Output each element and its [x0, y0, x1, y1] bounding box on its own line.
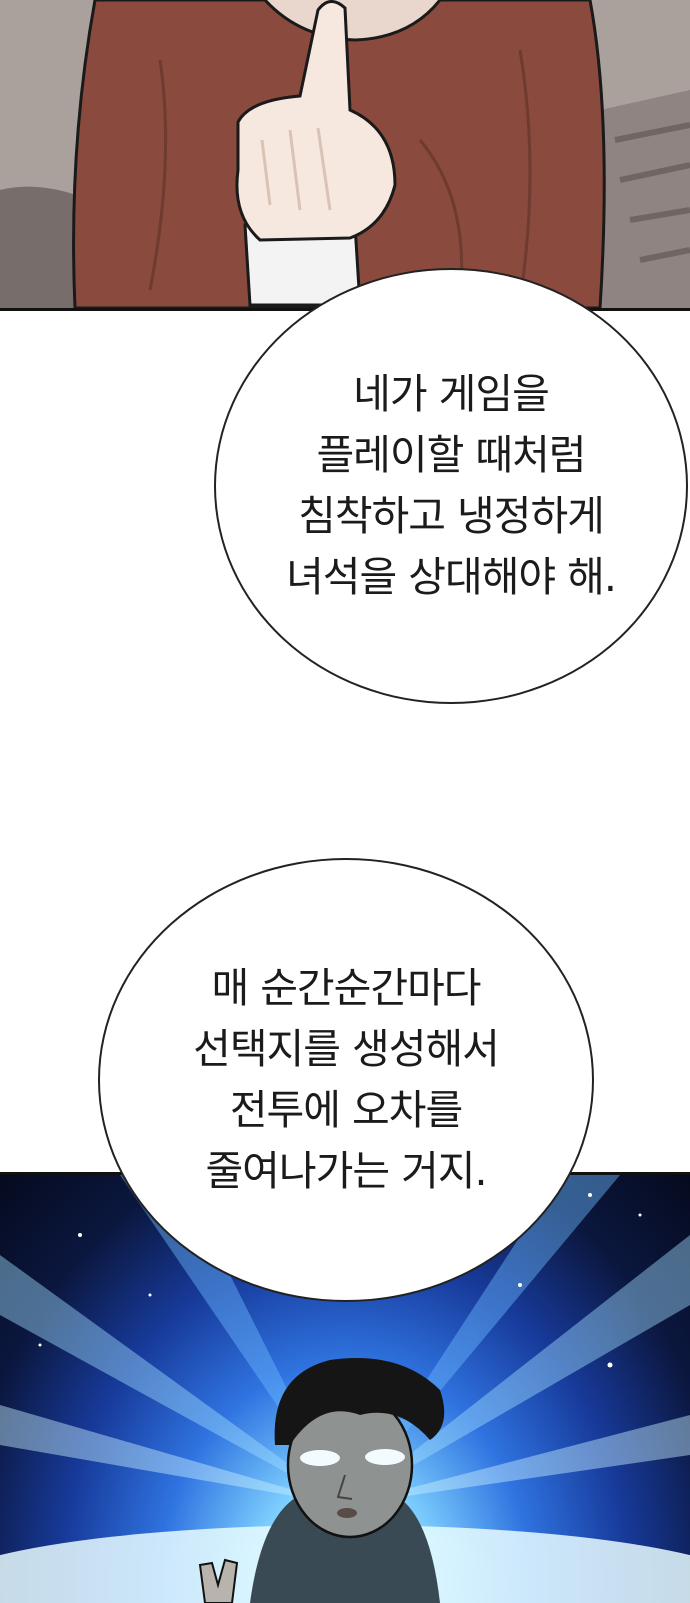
speech-line: 네가 게임을 — [353, 370, 550, 418]
speech-line: 줄여나가는 거지. — [205, 1147, 487, 1195]
speech-line: 플레이할 때처럼 — [316, 431, 586, 479]
comic-panel-top — [0, 0, 690, 311]
speech-line: 침착하고 냉정하게 — [298, 492, 605, 540]
background-cushion — [600, 90, 690, 308]
speech-line: 녀석을 상대해야 해. — [286, 553, 617, 601]
sweater-neckline — [263, 0, 442, 42]
character-nose — [336, 1474, 353, 1500]
character-shirt — [250, 1495, 440, 1603]
speech-bubble-2: 매 순간순간마다 선택지를 생성해서 전투에 오차를 줄여나가는 거지. — [98, 858, 594, 1302]
character-hair — [274, 1358, 445, 1445]
speech-bubble-1: 네가 게임을 플레이할 때처럼 침착하고 냉정하게 녀석을 상대해야 해. — [214, 268, 688, 704]
speech-line: 매 순간순간마다 — [211, 964, 481, 1012]
stars — [38, 1193, 642, 1368]
sofa-arm — [0, 186, 90, 308]
cushion-pattern — [614, 122, 690, 263]
character-mouth — [337, 1508, 357, 1518]
peace-sign-hand — [198, 1558, 239, 1603]
glowing-eye-left — [300, 1450, 340, 1466]
hand-knuckle-lines — [260, 127, 332, 211]
glowing-eye-right — [365, 1449, 405, 1465]
speech-line: 선택지를 생성해서 — [193, 1025, 500, 1073]
raised-finger-hand — [235, 0, 397, 242]
panel-bottom-illustration — [0, 1175, 690, 1603]
panel-top-illustration — [0, 0, 690, 308]
speech-line: 전투에 오차를 — [229, 1086, 463, 1134]
